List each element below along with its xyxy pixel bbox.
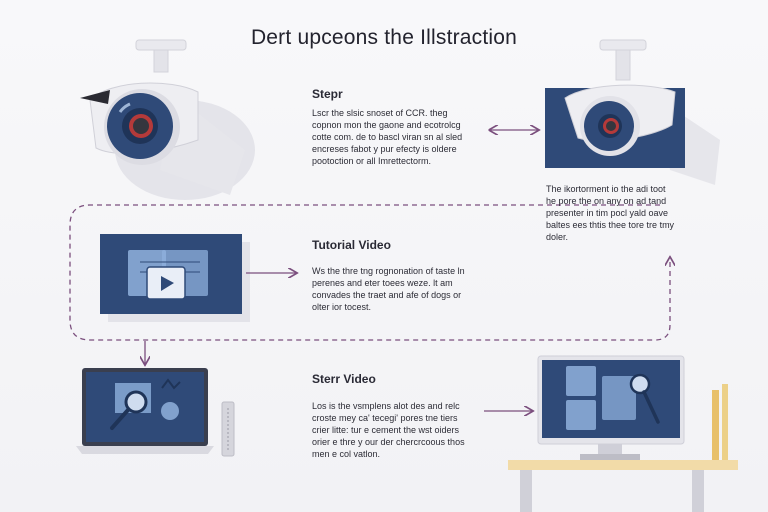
step-text-1: Lscr the slsic snoset of CCR. theg copno… — [312, 108, 463, 166]
desk-icon — [508, 355, 738, 512]
camera-screen-panel — [545, 39, 685, 168]
magnifier-icon — [110, 390, 148, 430]
step-heading-1: Stepr — [312, 87, 343, 101]
step-heading-3: Tutorial Video — [312, 238, 391, 252]
page-title: Dert upceons the Illstraction — [250, 26, 518, 49]
step-text-3: Ws the thre tng rognonation of taste ln … — [312, 266, 465, 312]
dashed-flow-loop — [69, 204, 670, 341]
laptop-icon — [76, 368, 235, 457]
step-text-4: Los is the vsmplens alot des and relc cr… — [312, 401, 465, 459]
step-heading-4: Sterr Video — [312, 372, 376, 386]
step-text-2: The ikortorment io the adi toot he pore … — [546, 184, 675, 242]
security-camera-icon — [80, 39, 199, 165]
video-player-icon — [100, 234, 250, 322]
